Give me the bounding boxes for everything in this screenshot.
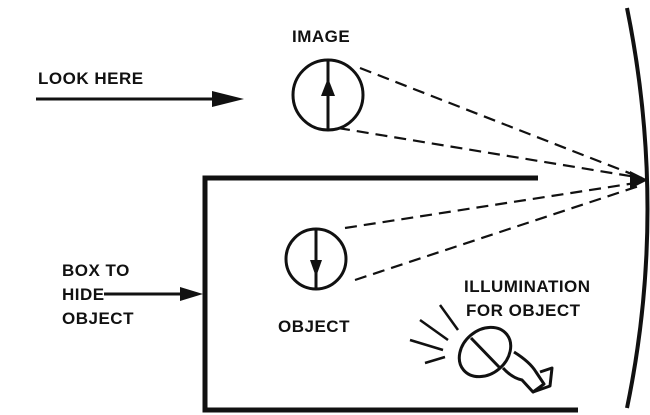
- concave-mirror: [627, 8, 648, 408]
- light-rays: [410, 305, 458, 363]
- image-rays: [338, 68, 642, 178]
- box-label-line2: HIDE: [62, 285, 105, 304]
- object-circle: [286, 229, 346, 289]
- image-circle: [293, 60, 363, 130]
- look-here-label: LOOK HERE: [38, 69, 144, 88]
- object-rays: [345, 182, 642, 280]
- illumination-label-line2: FOR OBJECT: [466, 301, 581, 320]
- illumination-label-line1: ILLUMINATION: [464, 277, 591, 296]
- object-label: OBJECT: [278, 317, 350, 336]
- look-here-arrow: [36, 91, 244, 107]
- box-pointer-arrow: [104, 287, 203, 301]
- box-label-line1: BOX TO: [62, 261, 130, 280]
- image-label: IMAGE: [292, 27, 350, 46]
- light-bulb-icon: [449, 317, 552, 392]
- box-label-line3: OBJECT: [62, 309, 134, 328]
